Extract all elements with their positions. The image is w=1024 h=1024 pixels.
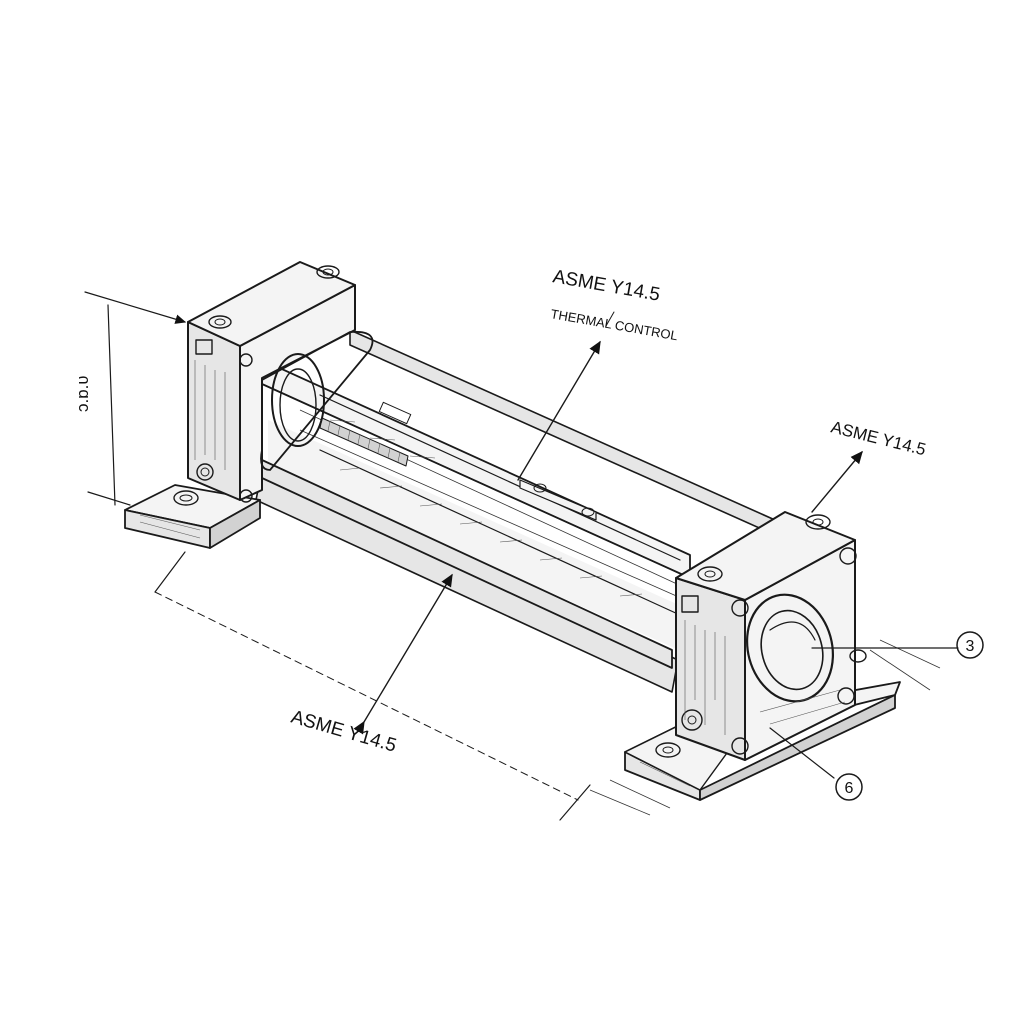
balloon-6-label: 6 [845,780,854,797]
bolt-icon [173,265,340,506]
callout-top-main: ASME Y14.5 [551,266,661,306]
callout-right: ASME Y14.5 [829,417,928,459]
balloon-3-label: 3 [966,638,975,655]
left-end-bracket [124,261,374,549]
right-end-bracket [589,511,941,816]
balloon-6: 6 [835,773,863,801]
callout-bottom: ASME Y14.5 [289,707,399,757]
balloon-3: 3 [956,631,984,659]
slider-carriage [519,479,597,521]
left-dimension-text: ɔ.ɒ.ʋ [73,375,92,412]
rail-channel-body [255,329,776,693]
bolt-icon [655,514,867,758]
dimension-lines [84,291,959,821]
